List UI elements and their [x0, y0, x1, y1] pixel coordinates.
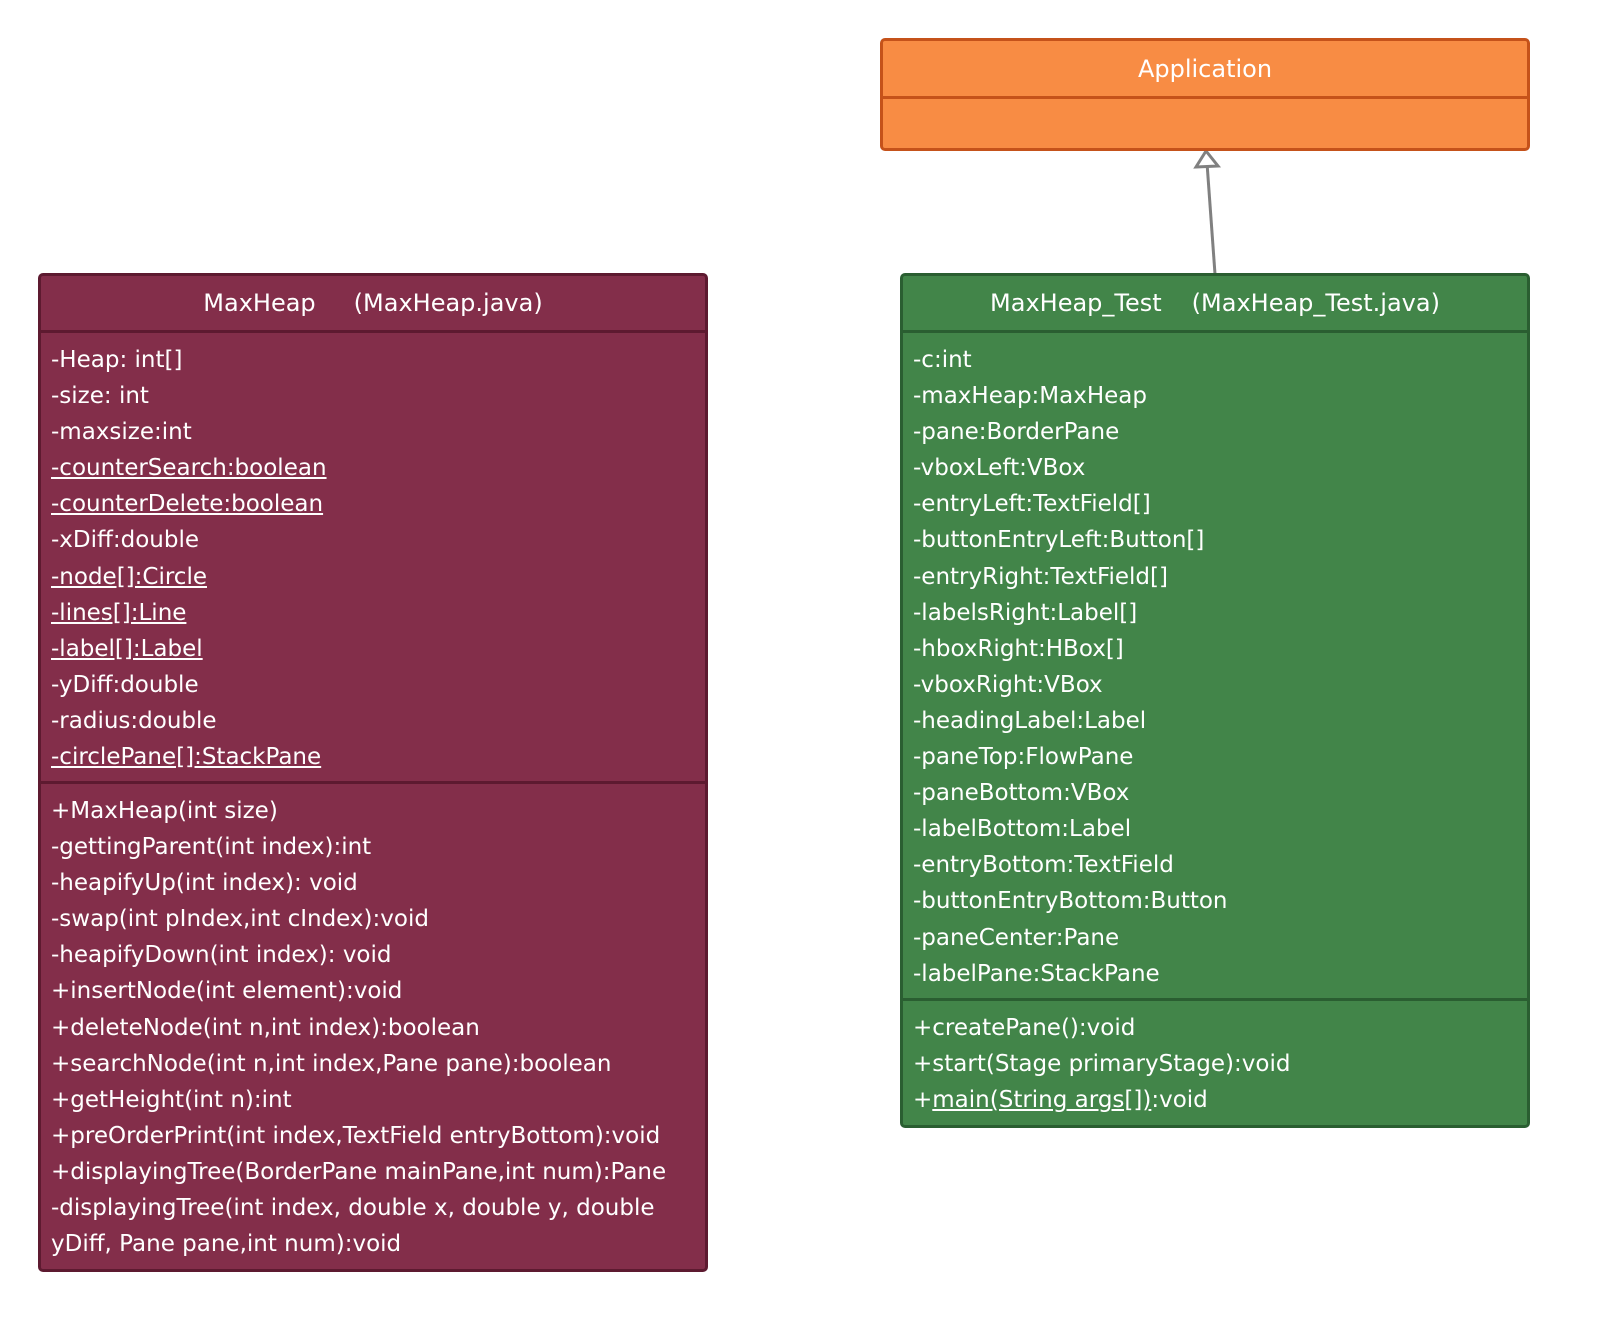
operation: +deleteNode(int n,int index):boolean — [51, 1014, 480, 1041]
operation: +searchNode(int n,int index,Pane pane):b… — [51, 1050, 612, 1077]
attribute: -radius:double — [51, 707, 217, 734]
attribute: -c:int — [913, 347, 972, 373]
class-application[interactable]: Application — [880, 38, 1530, 151]
operation: +insertNode(int element):void — [51, 978, 403, 1005]
attribute: -entryBottom:TextField — [913, 852, 1174, 879]
static-attribute: -circlePane[]:StackPane — [51, 744, 322, 771]
class-maxheap-attributes: -Heap: int[] -size: int -maxsize:int -co… — [41, 333, 705, 784]
inheritance-arrowhead — [1193, 148, 1222, 169]
attribute: -headingLabel:Label — [913, 707, 1147, 734]
attribute: -buttonEntryLeft:Button[] — [913, 527, 1205, 554]
static-attribute: -node[]:Circle — [51, 563, 207, 590]
attribute: -vboxRight:VBox — [913, 671, 1103, 698]
static-attribute: -counterSearch:boolean — [51, 455, 327, 482]
static-attribute: -lines[]:Line — [51, 599, 187, 626]
class-application-title: Application — [883, 41, 1527, 99]
operation: +MaxHeap(int size) — [51, 798, 278, 824]
class-maxheap-title: MaxHeap (MaxHeap.java) — [41, 276, 705, 333]
class-maxheap-file: (MaxHeap.java) — [353, 289, 543, 317]
class-maxheap-test-name: MaxHeap_Test — [990, 289, 1162, 317]
class-maxheap-test-title: MaxHeap_Test (MaxHeap_Test.java) — [903, 276, 1527, 333]
operation-main: +main(String args[]):void — [913, 1082, 1521, 1118]
inheritance-line — [1205, 162, 1217, 275]
attribute: -buttonEntryBottom:Button — [913, 888, 1228, 915]
static-attribute: -label[]:Label — [51, 635, 203, 662]
operation-main-static: main(String args[]) — [932, 1087, 1152, 1114]
operation: +createPane():void — [913, 1015, 1136, 1041]
attribute: -paneCenter:Pane — [913, 924, 1120, 951]
operation: -heapifyUp(int index): void — [51, 870, 358, 897]
class-maxheap-test[interactable]: MaxHeap_Test (MaxHeap_Test.java) -c:int … — [900, 273, 1530, 1128]
class-maxheap-operations: +MaxHeap(int size) -gettingParent(int in… — [41, 784, 705, 1262]
class-maxheap-name: MaxHeap — [203, 289, 316, 317]
class-maxheap[interactable]: MaxHeap (MaxHeap.java) -Heap: int[] -siz… — [38, 273, 708, 1272]
operation: +getHeight(int n):int — [51, 1086, 292, 1113]
attribute: -paneTop:FlowPane — [913, 744, 1134, 771]
operation-main-suffix: :void — [1151, 1087, 1208, 1114]
operation-main-prefix: + — [913, 1087, 933, 1114]
attribute: -hboxRight:HBox[] — [913, 635, 1124, 662]
operation: +preOrderPrint(int index,TextField entry… — [51, 1122, 661, 1149]
operation: +start(Stage primaryStage):void — [913, 1051, 1291, 1078]
static-attribute: -counterDelete:boolean — [51, 491, 324, 518]
attribute: -yDiff:double — [51, 671, 199, 698]
attribute: -pane:BorderPane — [913, 419, 1120, 446]
class-maxheap-test-attributes: -c:int -maxHeap:MaxHeap -pane:BorderPane… — [903, 333, 1527, 1001]
operation: +displayingTree(BorderPane mainPane,int … — [51, 1158, 667, 1185]
attribute: -labelsRight:Label[] — [913, 599, 1138, 626]
class-maxheap-test-file: (MaxHeap_Test.java) — [1191, 289, 1440, 317]
attribute: -xDiff:double — [51, 527, 199, 554]
class-maxheap-test-operations: +createPane():void +start(Stage primaryS… — [903, 1001, 1527, 1118]
operation: -gettingParent(int index):int — [51, 834, 372, 861]
attribute: -Heap: int[] — [51, 347, 183, 373]
operation: -heapifyDown(int index): void — [51, 942, 392, 969]
attribute: -paneBottom:VBox — [913, 780, 1130, 807]
attribute: -size: int — [51, 383, 149, 410]
attribute: -labelPane:StackPane — [913, 960, 1160, 987]
attribute: -labelBottom:Label — [913, 816, 1132, 843]
operation: -swap(int pIndex,int cIndex):void — [51, 906, 429, 933]
attribute: -maxHeap:MaxHeap — [913, 383, 1147, 410]
attribute: -entryLeft:TextField[] — [913, 491, 1151, 518]
operation: -displayingTree(int index, double x, dou… — [51, 1195, 655, 1258]
attribute: -entryRight:TextField[] — [913, 563, 1168, 590]
class-application-name: Application — [1137, 54, 1273, 83]
attribute: -maxsize:int — [51, 419, 192, 446]
attribute: -vboxLeft:VBox — [913, 455, 1086, 482]
